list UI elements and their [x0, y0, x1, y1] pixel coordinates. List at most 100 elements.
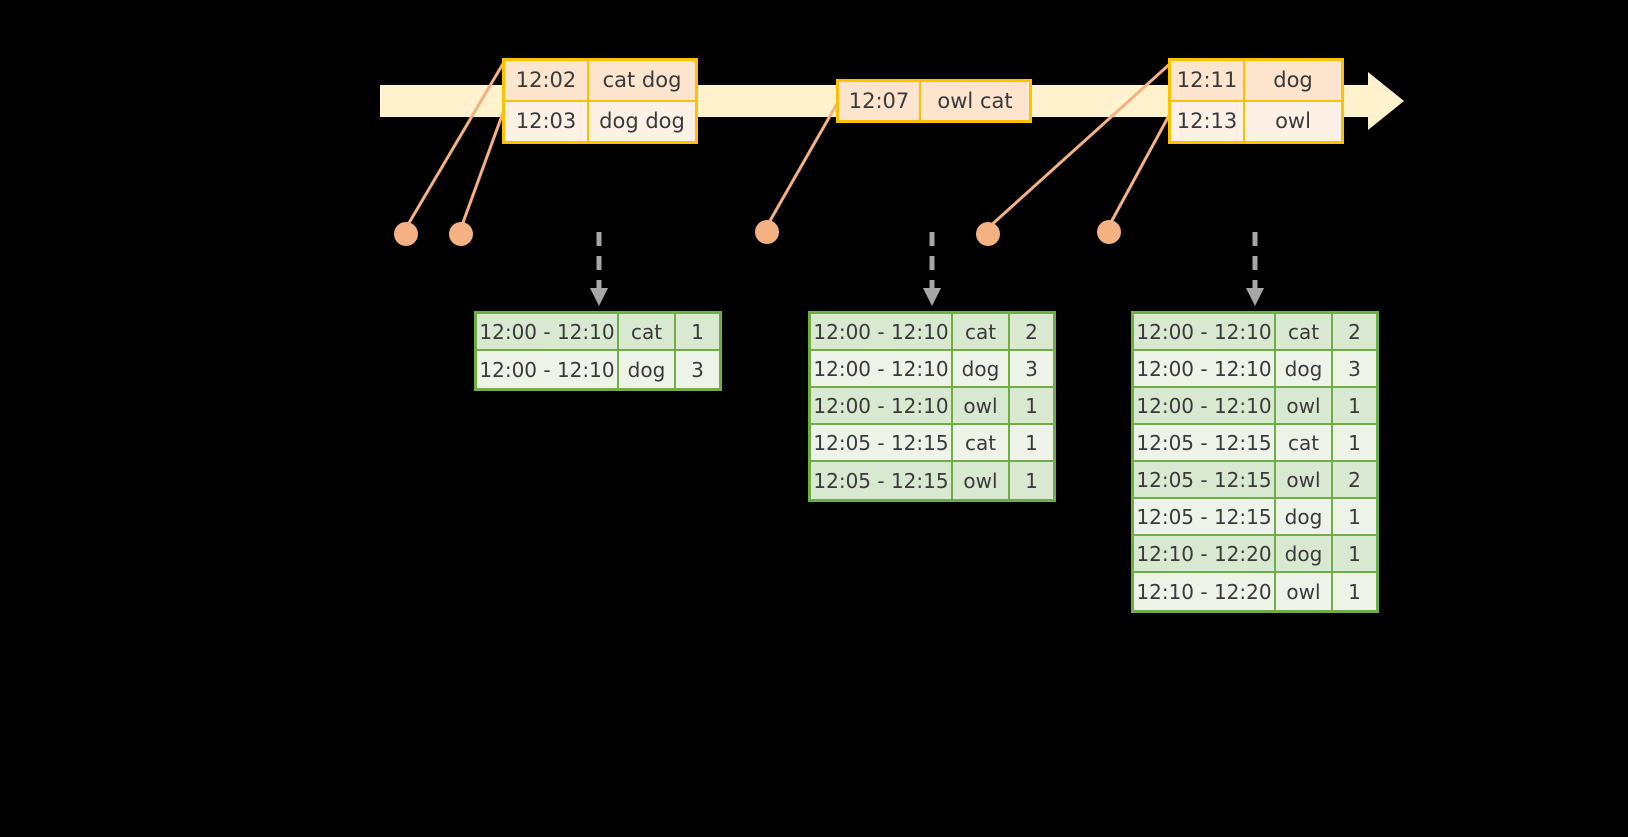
count-cell-text: 1	[1348, 541, 1361, 566]
window-cell: 12:00 - 12:10	[811, 351, 953, 386]
word-cell-text: dog	[627, 357, 666, 382]
event-group-2[interactable]: 12:07 owl cat	[836, 79, 1032, 123]
flow-arrow-1	[590, 232, 608, 306]
count-cell: 3	[676, 351, 719, 388]
window-cell: 12:00 - 12:10	[811, 314, 953, 349]
word-cell: owl	[953, 462, 1010, 499]
connector-line-3	[765, 101, 840, 227]
window-cell-text: 12:00 - 12:10	[813, 356, 949, 381]
event-time-cell: 12:07	[839, 82, 921, 120]
result-table-1[interactable]: 12:00 - 12:10 cat 1 12:00 - 12:10 dog 3	[474, 311, 722, 391]
table-row: 12:00 - 12:10 dog 3	[1134, 351, 1376, 388]
window-cell-text: 12:00 - 12:10	[1136, 393, 1272, 418]
window-cell: 12:00 - 12:10	[477, 351, 619, 388]
event-words-cell: cat dog	[589, 61, 695, 100]
word-cell-text: owl	[963, 393, 998, 418]
event-words-cell: dog	[1245, 61, 1341, 100]
window-cell-text: 12:10 - 12:20	[1136, 541, 1272, 566]
word-cell: owl	[1276, 573, 1333, 610]
count-cell: 1	[1333, 536, 1376, 571]
window-cell: 12:05 - 12:15	[1134, 425, 1276, 460]
window-cell: 12:10 - 12:20	[1134, 573, 1276, 610]
event-dot-1	[394, 222, 418, 246]
word-cell-text: cat	[964, 430, 997, 455]
table-row: 12:00 - 12:10 owl 1	[811, 388, 1053, 425]
window-cell-text: 12:05 - 12:15	[1136, 467, 1272, 492]
window-cell: 12:00 - 12:10	[477, 314, 619, 349]
word-cell-text: owl	[1286, 467, 1321, 492]
event-time-cell: 12:13	[1171, 102, 1245, 141]
count-cell: 1	[1333, 499, 1376, 534]
event-row: 12:02 cat dog	[505, 61, 695, 100]
count-cell: 1	[1010, 425, 1053, 460]
event-time: 12:13	[1176, 109, 1238, 133]
event-time-cell: 12:03	[505, 102, 589, 141]
count-cell-text: 3	[1348, 356, 1361, 381]
window-cell: 12:05 - 12:15	[1134, 462, 1276, 497]
window-cell: 12:00 - 12:10	[811, 388, 953, 423]
event-time: 12:07	[848, 88, 910, 113]
word-cell: owl	[1276, 462, 1333, 497]
word-cell: cat	[619, 314, 676, 349]
word-cell-text: dog	[1284, 356, 1323, 381]
event-time-cell: 12:11	[1171, 61, 1245, 100]
flow-arrow-3	[1246, 232, 1264, 306]
count-cell: 2	[1333, 314, 1376, 349]
window-cell-text: 12:05 - 12:15	[813, 430, 949, 455]
connector-line-5	[1107, 109, 1174, 227]
window-cell: 12:05 - 12:15	[811, 425, 953, 460]
event-words: cat dog	[602, 68, 682, 92]
event-words-cell: owl cat	[921, 82, 1029, 120]
word-cell: dog	[1276, 536, 1333, 571]
word-cell-text: cat	[1287, 319, 1320, 344]
event-time: 12:11	[1176, 68, 1238, 92]
window-cell: 12:00 - 12:10	[1134, 314, 1276, 349]
connector-line-2	[459, 109, 506, 229]
window-cell-text: 12:00 - 12:10	[813, 319, 949, 344]
word-cell: cat	[1276, 314, 1333, 349]
event-words: owl	[1275, 109, 1311, 133]
count-cell-text: 1	[1025, 393, 1038, 418]
count-cell-text: 2	[1348, 319, 1361, 344]
word-cell: cat	[1276, 425, 1333, 460]
count-cell-text: 1	[1025, 468, 1038, 493]
count-cell: 1	[1333, 425, 1376, 460]
window-cell: 12:05 - 12:15	[811, 462, 953, 499]
table-row: 12:05 - 12:15 cat 1	[811, 425, 1053, 462]
window-cell-text: 12:00 - 12:10	[479, 319, 615, 344]
event-row: 12:03 dog dog	[505, 100, 695, 141]
window-cell: 12:10 - 12:20	[1134, 536, 1276, 571]
word-cell: cat	[953, 425, 1010, 460]
window-cell: 12:00 - 12:10	[1134, 388, 1276, 423]
event-time-cell: 12:02	[505, 61, 589, 100]
word-cell-text: cat	[964, 319, 997, 344]
count-cell: 2	[1010, 314, 1053, 349]
table-row: 12:00 - 12:10 cat 2	[811, 314, 1053, 351]
flow-arrow-2	[923, 232, 941, 306]
event-row: 12:11 dog	[1171, 61, 1341, 100]
word-cell-text: owl	[1286, 393, 1321, 418]
word-cell-text: dog	[1284, 504, 1323, 529]
window-cell-text: 12:05 - 12:15	[813, 468, 949, 493]
event-time: 12:02	[515, 68, 577, 92]
word-cell: owl	[1276, 388, 1333, 423]
count-cell-text: 1	[1348, 579, 1361, 604]
event-row: 12:13 owl	[1171, 100, 1341, 141]
count-cell: 1	[676, 314, 719, 349]
event-group-1[interactable]: 12:02 cat dog 12:03 dog dog	[502, 58, 698, 144]
window-cell-text: 12:05 - 12:15	[1136, 430, 1272, 455]
event-words-cell: owl	[1245, 102, 1341, 141]
count-cell-text: 3	[691, 357, 704, 382]
table-row: 12:00 - 12:10 cat 2	[1134, 314, 1376, 351]
window-cell-text: 12:00 - 12:10	[1136, 356, 1272, 381]
word-cell-text: cat	[630, 319, 663, 344]
window-cell-text: 12:10 - 12:20	[1136, 579, 1272, 604]
event-group-3[interactable]: 12:11 dog 12:13 owl	[1168, 58, 1344, 144]
